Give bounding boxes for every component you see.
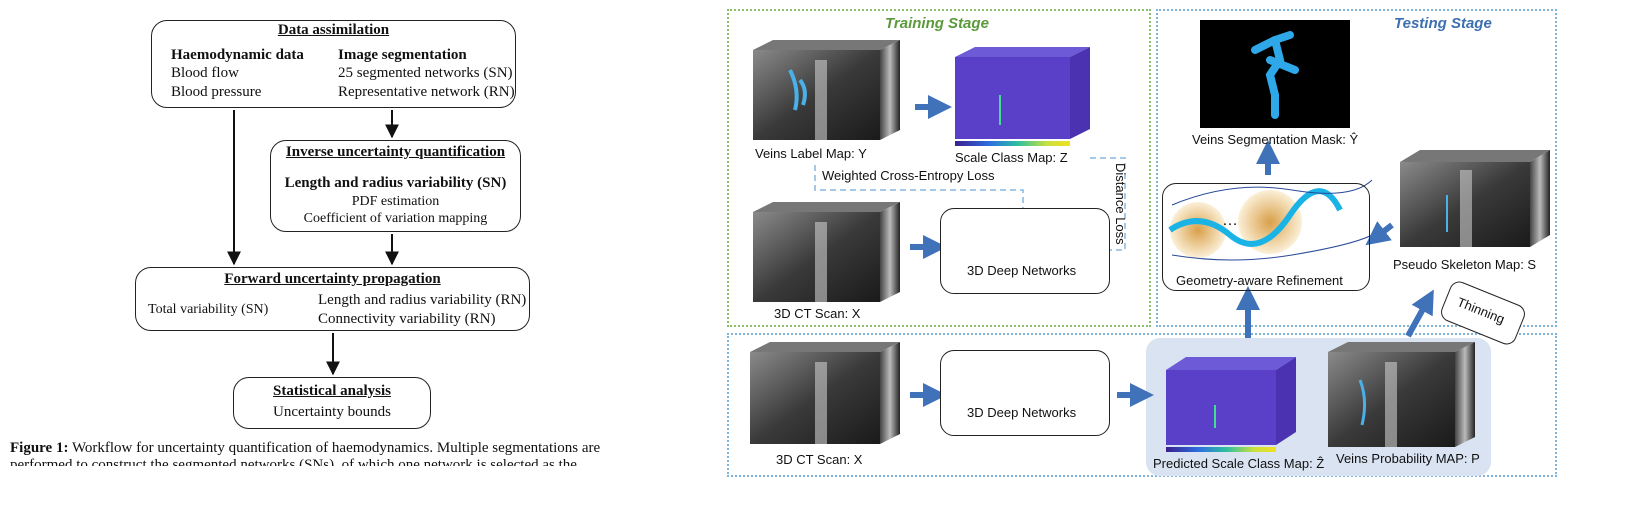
ct-cube-probability (1328, 342, 1475, 447)
veins-seg-mask-text: Veins Segmentation Mask: Ŷ (1192, 132, 1359, 147)
length-radius-rn-item: Length and radius variability (RN) (318, 292, 527, 308)
veins-prob-text: Veins Probability MAP: P (1336, 451, 1480, 466)
training-stage-panel (727, 9, 1151, 327)
forward-up-title: Forward uncertainty propagation (224, 271, 441, 287)
statistical-analysis-title: Statistical analysis (273, 383, 391, 399)
training-stage-title: Training Stage (885, 15, 989, 32)
ct-scan-train-text: 3D CT Scan: X (774, 306, 861, 321)
pseudo-skeleton-text: Pseudo Skeleton Map: S (1393, 257, 1537, 272)
predicted-scale-cube (1166, 357, 1296, 452)
total-variability-item: Total variability (SN) (148, 302, 269, 317)
predicted-scale-text: Predicted Scale Class Map: Ẑ (1153, 456, 1325, 471)
representative-network-item: Representative network (RN) (338, 84, 515, 100)
ct-cube-test (750, 342, 900, 444)
ct-cube-pseudo-skeleton (1400, 150, 1550, 247)
segmented-networks-item: 25 segmented networks (SN) (338, 65, 513, 81)
length-radius-heading: Length and radius variability (SN) (284, 175, 507, 191)
scale-class-cube (955, 47, 1090, 146)
testing-stage-title: Testing Stage (1394, 15, 1492, 32)
segmentation-mask-image (1200, 20, 1350, 128)
veins-label-map-text: Veins Label Map: Y (755, 146, 867, 161)
geometry-refine-illustration (1168, 179, 1373, 261)
deep-net-test-text: 3D Deep Networks (967, 405, 1077, 420)
geometry-refine-box (1162, 183, 1370, 291)
flow-arrows (910, 95, 1434, 407)
loss-lines (814, 157, 1126, 251)
caption-line-2: performed to construct the segmented net… (10, 457, 577, 466)
inverse-uq-title: Inverse uncertainty quantification (285, 144, 506, 160)
blood-flow-item: Blood flow (171, 65, 239, 81)
connectivity-rn-item: Connectivity variability (RN) (318, 311, 496, 327)
caption-text: Workflow for uncertainty quantification … (68, 440, 601, 456)
segmentation-heading: Image segmentation (338, 47, 467, 63)
caption-label: Figure 1: (10, 440, 69, 456)
inverse-uq-box: Inverse uncertainty quantification Lengt… (270, 140, 521, 232)
left-flowchart-arrows (227, 110, 399, 376)
testing-stage-panel (1156, 9, 1557, 327)
data-assimilation-box: Data assimilation Haemodynamic data Bloo… (151, 20, 516, 108)
deep-net-train-text: 3D Deep Networks (967, 263, 1077, 278)
statistical-analysis-box: Statistical analysis Uncertainty bounds (233, 377, 431, 429)
ct-cube-train (753, 202, 900, 302)
pdf-estimation-item: PDF estimation (351, 194, 440, 209)
deep-net-box-test (940, 350, 1110, 436)
ellipsis-dots: … (1222, 212, 1238, 229)
scale-class-map-text: Scale Class Map: Z (955, 150, 1068, 165)
testing-lower-panel (727, 333, 1557, 477)
haemodynamic-heading: Haemodynamic data (171, 47, 304, 63)
deep-net-box-train (940, 208, 1110, 294)
weighted-loss-text: Weighted Cross-Entropy Loss (822, 168, 995, 183)
distance-loss-text: Distance Loss (1113, 163, 1128, 245)
data-assimilation-title: Data assimilation (277, 22, 390, 38)
geometry-refine-text: Geometry-aware Refinement (1176, 273, 1343, 288)
uncertainty-bounds-item: Uncertainty bounds (273, 404, 391, 420)
cov-mapping-item: Coefficient of variation mapping (303, 211, 488, 226)
forward-up-box: Forward uncertainty propagation Total va… (135, 267, 530, 331)
figure-caption: Figure 1: Workflow for uncertainty quant… (10, 440, 600, 457)
ct-scan-test-text: 3D CT Scan: X (776, 452, 863, 467)
blood-pressure-item: Blood pressure (171, 84, 262, 100)
ct-cube-label-map (753, 40, 900, 140)
